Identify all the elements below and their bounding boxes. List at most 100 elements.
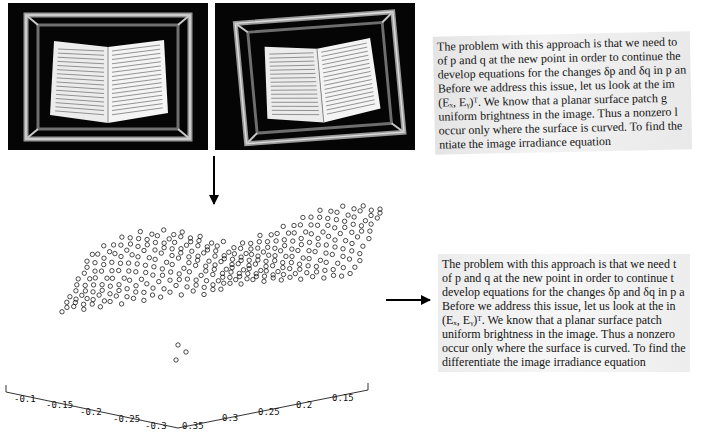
data-point [142,298,146,302]
data-point [202,292,206,296]
data-point [172,232,176,236]
data-point [188,236,192,240]
page-text-line: (Eₓ, Eᵧ)ᵀ. We know that a planar surface… [442,313,686,327]
axis-tick-label: 0.2 [296,401,312,410]
data-point [177,272,181,276]
page-text-line: uniform brightness in the image. Thus a … [442,327,686,341]
print-line [57,61,104,63]
data-point [91,297,95,301]
data-point [259,268,263,272]
print-line [271,95,317,102]
data-point [155,234,159,238]
flow-arrow [213,156,215,204]
data-point [108,299,112,303]
data-point [119,243,123,247]
data-point [82,307,86,311]
data-point [264,259,268,263]
data-point [179,247,183,251]
print-line [322,55,369,64]
print-line [58,53,104,55]
print-line [57,70,104,73]
data-point [198,234,202,238]
data-point [127,269,131,273]
data-point [157,279,161,283]
data-point [307,249,311,253]
data-point [134,284,138,288]
data-point [135,262,139,266]
axis-tick-label: 0.3 [222,414,238,423]
print-line [324,80,372,90]
axis-tick-label: -0.1 [14,395,36,404]
print-line [270,75,315,81]
data-point [326,216,330,220]
data-point [247,266,251,270]
data-point [128,242,132,246]
data-point [375,216,379,220]
data-point [341,254,345,258]
data-point [138,229,142,233]
print-line [58,57,104,59]
data-point [81,302,85,306]
data-point [329,209,333,213]
data-point [212,267,216,271]
data-point [346,213,350,217]
print-line [321,43,368,52]
data-point [118,261,122,265]
frame-corner [26,15,38,25]
data-point [241,268,245,272]
data-point [368,229,372,233]
data-point [363,219,367,223]
print-line [272,111,319,118]
book-page [316,38,381,123]
data-point [278,249,282,253]
data-point [100,283,104,287]
data-point [176,343,180,347]
data-point [309,215,313,219]
data-point [209,241,213,245]
axis-tick-label: 0.15 [332,394,354,403]
data-point [204,269,208,273]
print-line [55,107,104,111]
print-line [112,108,163,115]
data-point [75,283,79,287]
data-point [369,208,373,212]
data-point [306,264,310,268]
data-point [352,207,356,211]
data-point [110,269,114,273]
frame-rail [38,25,178,129]
data-point [310,274,314,278]
data-point [211,272,215,276]
data-point [256,246,260,250]
print-line [324,75,372,85]
page-text-line: of p and q at the new point in order to … [442,271,686,285]
data-point [110,276,114,280]
data-point [230,265,234,269]
data-point [342,219,346,223]
frame-rail [26,15,190,139]
data-point [152,265,156,269]
data-point [324,251,328,255]
axis-tick-label: -0.25 [113,415,140,424]
data-point [202,285,206,289]
frame-rail [235,12,404,144]
data-point [136,255,140,259]
data-point [266,245,270,249]
frame-rail [235,12,404,144]
data-point [168,278,172,282]
data-point [239,255,243,259]
data-point [127,278,131,282]
print-line [112,104,163,111]
data-point [333,245,337,249]
data-point [249,247,253,251]
data-point [265,239,269,243]
data-point [76,277,80,281]
data-point [204,264,208,268]
data-point [262,279,266,283]
print-line [325,92,374,102]
data-point [315,223,319,227]
data-point [164,260,168,264]
data-point [102,256,106,260]
data-point [159,251,163,255]
data-point [145,237,149,241]
data-point [191,289,195,293]
